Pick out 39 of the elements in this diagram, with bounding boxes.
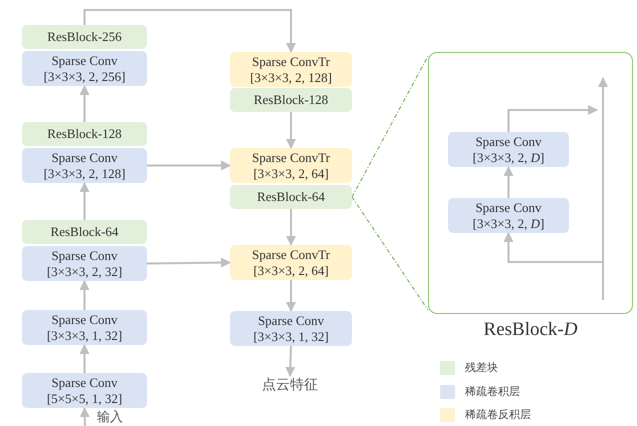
resblock-box: ResBlock-128: [22, 122, 147, 146]
panel-heading: ResBlock-D: [482, 319, 578, 341]
conv-box: Sparse Conv [3×3×3, 1, 32]: [22, 310, 147, 345]
conv-box: Sparse Conv [3×3×3, 2, 128]: [22, 148, 147, 183]
conv-transpose-box: Sparse ConvTr [3×3×3, 2, 64]: [230, 245, 352, 280]
zoom-line: [352, 196, 428, 310]
conv-box: Sparse Conv [3×3×3, 2, 256]: [22, 51, 147, 86]
arrow: [146, 258, 231, 268]
arrow: [80, 344, 90, 373]
resblock-box: ResBlock-256: [22, 25, 147, 49]
conv-box: Sparse Conv [3×3×3, 1, 32]: [230, 311, 352, 346]
legend-label: 稀疏卷反积层: [465, 408, 531, 422]
input-label: 输入: [97, 409, 123, 424]
arrow: [504, 166, 514, 198]
legend-label: 稀疏卷积层: [465, 385, 520, 399]
arrow: [80, 280, 90, 310]
arrow: [286, 209, 296, 246]
arrow: [80, 182, 90, 220]
arrow: [286, 112, 296, 149]
conv-box: Sparse Conv [3×3×3, 2, 32]: [22, 246, 147, 281]
arrow: [84, 9, 296, 53]
resblock-box: ResBlock-64: [22, 220, 147, 244]
arrow: [80, 407, 90, 426]
arrow: [147, 160, 231, 170]
output-label: 点云特征: [250, 376, 330, 396]
arrow: [508, 105, 598, 132]
conv-box: Sparse Conv [3×3×3, 2, D]: [448, 132, 569, 167]
zoom-line: [352, 56, 428, 198]
arrow: [504, 232, 603, 263]
resblock-box: ResBlock-64: [230, 185, 352, 209]
conv-transpose-box: Sparse ConvTr [3×3×3, 2, 64]: [230, 148, 352, 183]
arrow: [286, 280, 296, 312]
arrow: [80, 85, 90, 122]
conv-transpose-box: Sparse ConvTr [3×3×3, 2, 128]: [230, 52, 352, 87]
arrow: [285, 346, 296, 377]
conv-box: Sparse Conv [3×3×3, 2, D]: [448, 198, 569, 233]
conv-box: Sparse Conv [5×5×5, 1, 32]: [22, 373, 147, 408]
resblock-box: ResBlock-128: [230, 88, 352, 112]
legend-label: 残差块: [465, 361, 498, 375]
